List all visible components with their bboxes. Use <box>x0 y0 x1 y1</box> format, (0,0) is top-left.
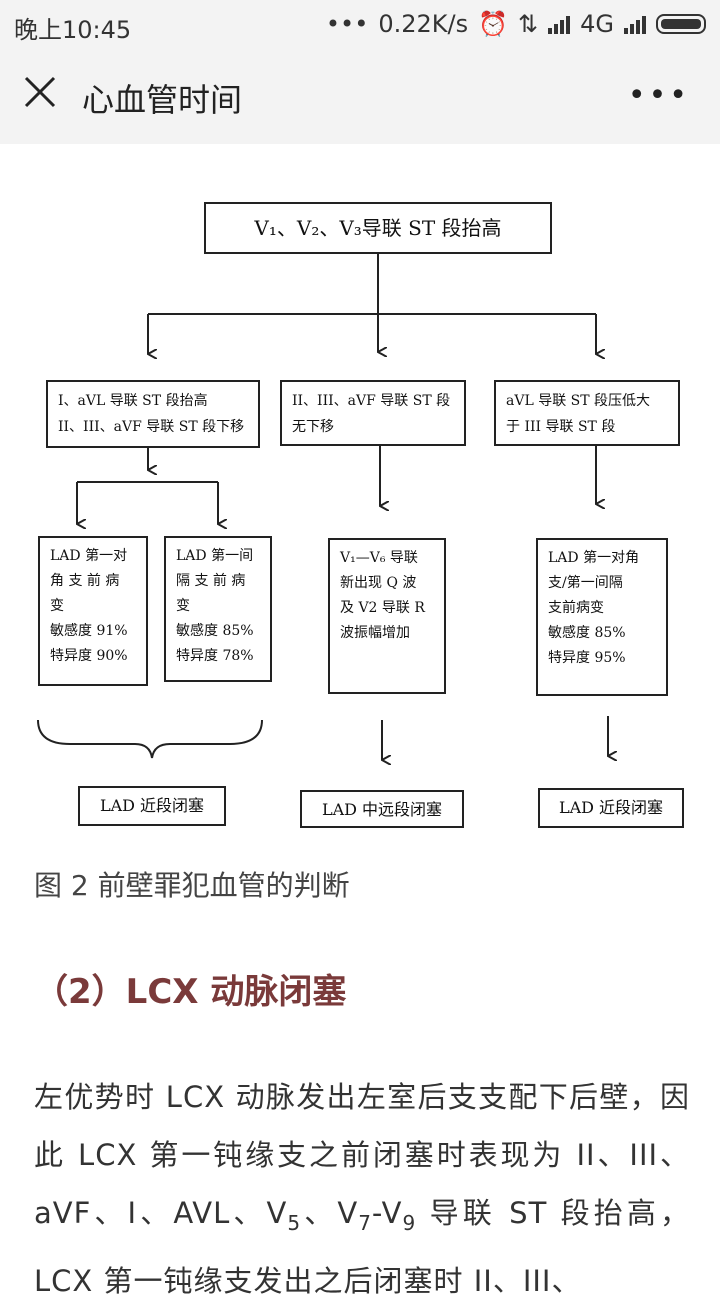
alarm-icon: ⏰ <box>478 10 509 38</box>
flowchart-leaf-4: LAD 第一对角 支/第一间隔 支前病变 敏感度 85% 特异度 95% <box>536 538 668 696</box>
data-transfer-icon: ⇅ <box>518 10 539 38</box>
status-time: 晚上10:45 <box>14 16 132 44</box>
network-type: 4G <box>580 10 614 38</box>
close-icon <box>24 76 56 108</box>
flowchart-result-2: LAD 中远段闭塞 <box>300 790 464 828</box>
flowchart-leaf-2: LAD 第一间 隔 支 前 病 变 敏感度 85% 特异度 78% <box>164 536 272 682</box>
flowchart-branch-left: I、aVL 导联 ST 段抬高 II、III、aVF 导联 ST 段下移 <box>46 380 260 448</box>
flowchart-result-1: LAD 近段闭塞 <box>78 786 226 826</box>
signal-icon-2 <box>624 14 646 34</box>
more-dots-icon: ••• <box>325 10 369 38</box>
flowchart-leaf-1: LAD 第一对 角 支 前 病 变 敏感度 91% 特异度 90% <box>38 536 148 686</box>
flowchart-connectors <box>37 254 720 844</box>
close-button[interactable] <box>22 74 58 110</box>
network-speed: 0.22K/s <box>378 10 469 38</box>
flowchart-figure: V₁、V₂、V₃导联 ST 段抬高 I、aVL 导联 ST 段抬高 II、III… <box>0 144 720 844</box>
flowchart-leaf-3: V₁—V₆ 导联 新出现 Q 波 及 V2 导联 R 波振幅增加 <box>328 538 446 694</box>
page-title: 心血管时间 <box>82 81 243 119</box>
figure-caption: 图 2 前壁罪犯血管的判断 <box>34 869 350 902</box>
status-icons: ••• 0.22K/s ⏰ ⇅ 4G <box>326 10 706 38</box>
more-options-button[interactable]: ••• <box>627 78 690 113</box>
app-bar: 心血管时间 ••• <box>0 50 720 144</box>
battery-icon <box>656 14 706 34</box>
article-paragraph: 左优势时 LCX 动脉发出左室后支支配下后壁，因此 LCX 第一钝缘支之前闭塞时… <box>34 1080 690 1298</box>
flowchart-top-node: V₁、V₂、V₃导联 ST 段抬高 <box>204 202 552 254</box>
signal-icon <box>548 14 571 34</box>
section-heading: （2）LCX 动脉闭塞 <box>34 972 347 1012</box>
flowchart-branch-right: aVL 导联 ST 段压低大 于 III 导联 ST 段 <box>494 380 680 446</box>
flowchart-branch-middle: II、III、aVF 导联 ST 段 无下移 <box>280 380 466 446</box>
flowchart-result-3: LAD 近段闭塞 <box>538 788 684 828</box>
status-bar: 晚上10:45 ••• 0.22K/s ⏰ ⇅ 4G <box>0 0 720 50</box>
